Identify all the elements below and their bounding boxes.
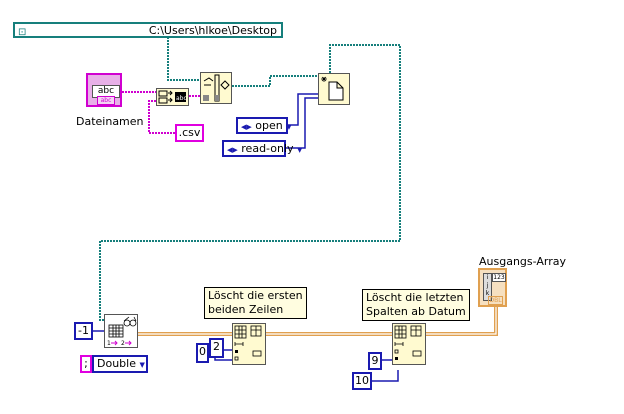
svg-text:abc: abc: [176, 95, 187, 102]
open-create-replace-file-icon: [321, 76, 344, 101]
delimiter-constant[interactable]: ;: [80, 355, 92, 373]
dbl-type-tag: DBL: [488, 296, 503, 305]
operation-enum-value: open: [255, 119, 283, 132]
numeric-wires: [93, 93, 399, 382]
path-constant[interactable]: ⊡ C:\Users\hlkoe\Desktop: [13, 22, 283, 38]
string-wires: [122, 91, 200, 134]
path-wires: [99, 37, 401, 321]
delete-from-array-icon: [394, 325, 422, 360]
output-array-value: 123: [492, 273, 506, 282]
index-i: i: [486, 274, 489, 281]
comment-delete-columns: Löscht die letzten Spalten ab Datum: [362, 289, 470, 321]
operation-enum[interactable]: ◀▶ open ▼: [236, 117, 292, 134]
path-icon: ⊡: [18, 27, 27, 38]
string-wire-csv: [148, 100, 175, 134]
csv-extension-constant[interactable]: .csv: [175, 124, 204, 142]
path-wire-desktop: [167, 37, 200, 81]
comment-line: Spalten ab Datum: [366, 305, 466, 318]
delete-rows-node[interactable]: [232, 323, 266, 365]
path-constant-value: C:\Users\hlkoe\Desktop: [148, 24, 277, 37]
output-array-indicator[interactable]: i j k 123 DBL: [478, 268, 507, 307]
output-array-label: Ausgangs-Array: [479, 255, 566, 268]
delete-rows-index-constant[interactable]: 0: [196, 343, 209, 363]
increment-arrows-icon: ◀▶: [227, 146, 238, 154]
wire-length-10: [372, 370, 399, 382]
comment-line: beiden Zeilen: [208, 303, 284, 316]
row-count-constant[interactable]: -1: [74, 322, 93, 340]
dropdown-arrow-icon[interactable]: ▼: [139, 361, 145, 369]
delete-columns-index-constant[interactable]: 9: [368, 352, 382, 370]
type-enum-value: Double: [97, 357, 136, 370]
delete-columns-length-constant[interactable]: 10: [352, 372, 372, 390]
increment-arrows-icon: ◀▶: [241, 123, 252, 131]
wire-readonly: [285, 97, 318, 149]
path-wire-refnum: [99, 44, 401, 321]
string-type-tag: abc: [97, 96, 115, 105]
path-wire-built: [232, 75, 318, 87]
delete-from-array-icon: [234, 325, 262, 361]
comment-line: Löscht die letzten: [366, 291, 464, 304]
index-j: j: [486, 282, 489, 289]
comment-delete-rows: Löscht die ersten beiden Zeilen: [204, 287, 307, 319]
comment-line: Löscht die ersten: [208, 289, 303, 302]
read-spreadsheet-node[interactable]: 1 2: [104, 314, 138, 348]
filename-string-control[interactable]: abc abc: [86, 73, 122, 107]
index-k: k: [485, 290, 490, 297]
svg-text:1: 1: [107, 340, 111, 347]
delete-columns-node[interactable]: [392, 323, 426, 365]
type-enum[interactable]: Double ▼: [92, 355, 148, 373]
index-display: i j k: [483, 273, 492, 301]
build-path-node[interactable]: [200, 72, 232, 104]
open-file-node[interactable]: [318, 73, 350, 105]
concatenate-strings-icon: abc: [158, 90, 187, 104]
filename-label: Dateinamen: [76, 115, 144, 128]
delete-rows-length-constant[interactable]: 2: [209, 338, 224, 358]
wire-open: [287, 93, 318, 126]
access-enum[interactable]: ◀▶ read-only ▼: [222, 140, 302, 157]
access-enum-value: read-only: [241, 142, 294, 155]
read-delimited-spreadsheet-icon: 1 2: [107, 316, 137, 347]
svg-text:2: 2: [121, 340, 125, 347]
build-path-icon: [203, 74, 230, 102]
dropdown-arrow-icon[interactable]: ▼: [286, 123, 292, 131]
dropdown-arrow-icon[interactable]: ▼: [297, 146, 303, 154]
concatenate-strings-node[interactable]: abc: [156, 88, 189, 106]
